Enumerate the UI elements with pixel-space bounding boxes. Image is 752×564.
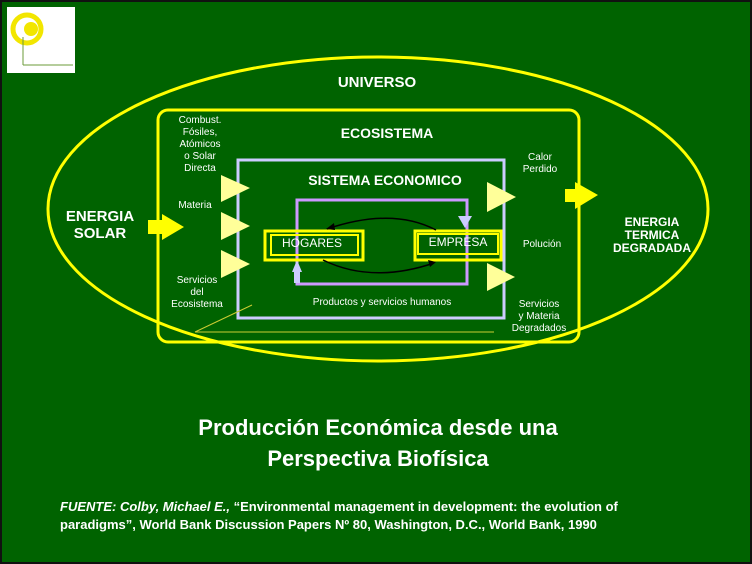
universe-label: UNIVERSO [337, 74, 417, 91]
input-arrows [221, 175, 516, 291]
pollution-label: Polución [522, 239, 562, 250]
solar-input-arrow [148, 214, 184, 240]
source-citation: FUENTE: Colby, Michael E., “Environmenta… [60, 499, 618, 532]
thermal-output-arrow [565, 182, 598, 209]
firms-label: EMPRESA [428, 235, 488, 249]
economic-system-box [236, 158, 506, 320]
circular-flow-box [295, 198, 469, 286]
matter-input-label: Materia [178, 200, 212, 211]
products-label: Productos y servicios humanos [312, 297, 452, 308]
universe-ellipse [46, 55, 710, 363]
economic-system-label: SISTEMA ECONOMICO [308, 172, 462, 188]
logo-sun-icon [10, 12, 73, 66]
households-label: HOGARES [281, 236, 342, 250]
logo [7, 7, 75, 73]
ecosystem-label: ECOSISTEMA [340, 125, 434, 141]
